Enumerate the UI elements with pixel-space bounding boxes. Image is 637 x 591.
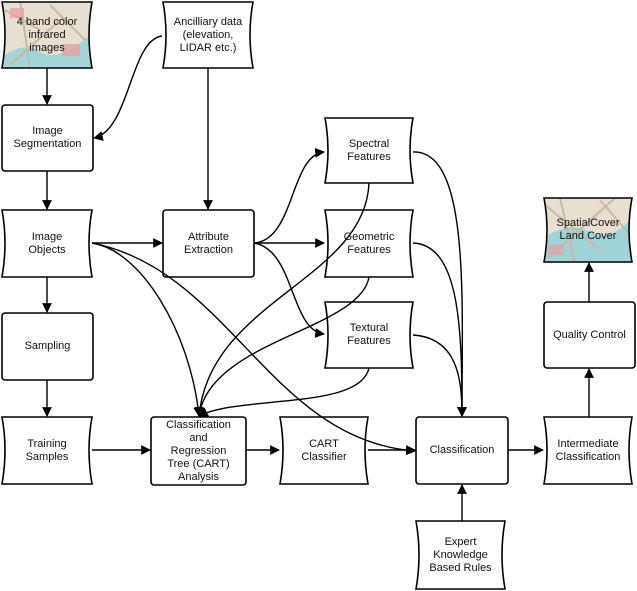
intermediate-classification-node[interactable] [543,416,633,485]
edge-objects-to-cart [91,242,203,417]
spectral-features-node[interactable] [324,117,414,184]
edge-textural-to-classification [412,334,467,417]
landcover-map-thumbnail [544,198,632,262]
sampling-label: Sampling [24,340,71,352]
expert-rules-label: Expert Knowledge Based Rules [429,535,492,574]
ancillary-data-node[interactable] [162,1,254,69]
landcover-node[interactable] [543,197,633,263]
edge-geometric-to-cart [195,276,370,417]
edge-geometric-to-classification [412,242,467,417]
segmentation-label: Image Segmentation [13,125,82,150]
expert-rules-node[interactable] [415,520,506,590]
geometric-features-node[interactable] [324,209,414,278]
edge-ancillary-to-segmentation [93,35,163,141]
image-objects-node[interactable] [1,209,93,278]
edge-attributes-to-spectral [253,147,325,244]
textural-features-label: Textural Features [347,322,391,347]
cart-classifier-label: CART Classifier [301,437,347,463]
edge-spectral-to-classification [412,151,467,417]
edge-attributes-to-textural [253,242,325,338]
cart-analysis-node[interactable] [150,416,247,486]
training-samples-node[interactable] [1,416,93,485]
intermediate-classification-label: Intermediate Classification [555,437,621,463]
spectral-features-label: Spectral Features [347,137,391,163]
edge-objects-to-classification [91,242,416,456]
textural-features-node[interactable] [324,301,414,369]
geometric-features-label: Geometric Features [343,230,395,256]
quality-control-label: Quality Control [553,328,626,341]
edge-textural-to-cart [198,367,370,417]
ancillary-data-label: Ancilliary data (elevation, LIDAR etc.) [173,15,243,54]
image-objects-label: Image Objects [28,230,66,256]
landcover-label: SpatialCover Land Cover [556,217,620,242]
cart-classifier-node[interactable] [279,416,369,485]
cir-images-label: 4 band color infrared images [16,15,78,54]
cart-analysis-label: Classification and Regression Tree (CART… [166,418,231,483]
cir-images-node[interactable] [1,1,93,69]
training-samples-label: Training Samples [25,437,69,463]
infrared-map-thumbnail [2,2,92,68]
attribute-extraction-label: Attribute Extraction [184,230,233,256]
classification-label: Classification [429,444,495,456]
edge-spectral-to-cart [194,182,370,417]
